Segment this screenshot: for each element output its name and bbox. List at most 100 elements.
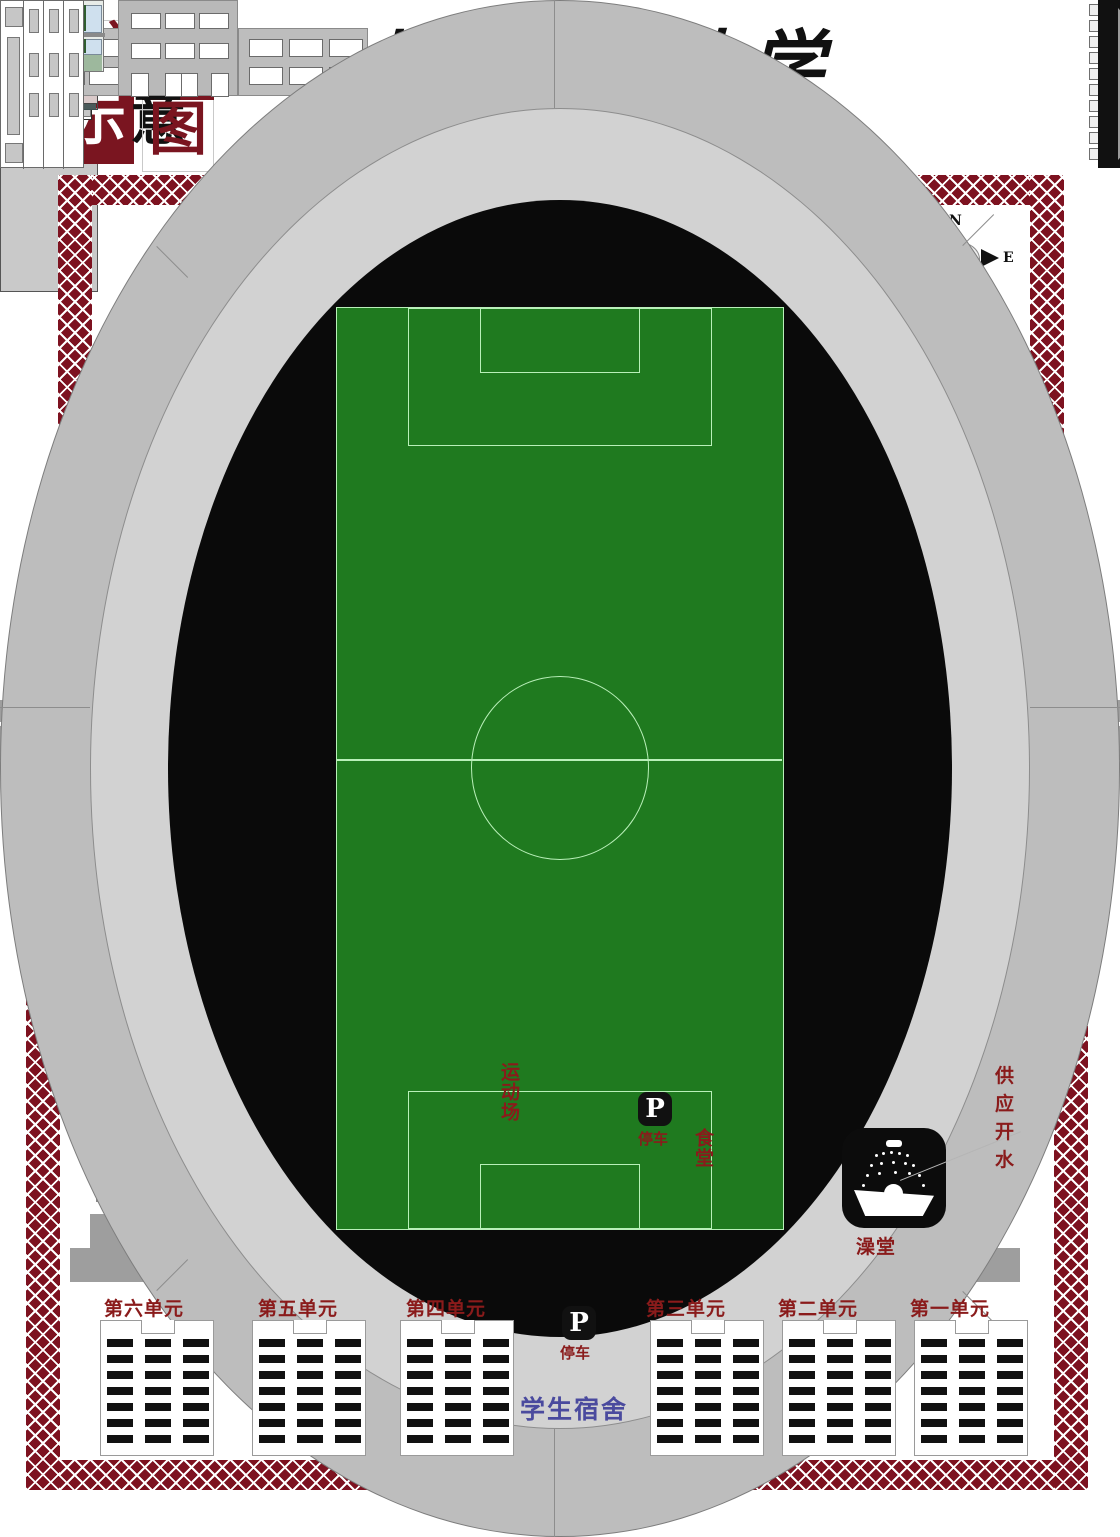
canteen-building[interactable] — [0, 0, 1120, 918]
dorm-floor-slat — [827, 1435, 853, 1443]
dorm-floor-slat — [483, 1419, 509, 1427]
dorm-floor-slat — [657, 1387, 683, 1395]
dorm-floor-slat — [695, 1355, 721, 1363]
dormitory-building[interactable] — [400, 1320, 514, 1456]
dorm-floor-slat — [695, 1435, 721, 1443]
bath-figure — [884, 1184, 903, 1203]
dorm-floor-slat — [827, 1371, 853, 1379]
dorm-floor-slat — [145, 1339, 171, 1347]
dorm-floor-slat — [657, 1419, 683, 1427]
dorm-floor-slat — [335, 1371, 361, 1379]
dorm-floor-slat — [865, 1387, 891, 1395]
dormitory-building[interactable] — [252, 1320, 366, 1456]
dorm-floor-slat — [657, 1403, 683, 1411]
dorm-floor-slat — [695, 1387, 721, 1395]
dorm-floor-slat — [827, 1403, 853, 1411]
dorm-floor-slat — [407, 1387, 433, 1395]
dorm-floor-slat — [445, 1419, 471, 1427]
dorm-notch — [293, 1320, 327, 1334]
dorm-floor-slat — [997, 1339, 1023, 1347]
dorm-floor-slat — [445, 1403, 471, 1411]
hot-water-label: 供 应 开 水 — [992, 1062, 1018, 1174]
dorm-notch — [691, 1320, 725, 1334]
dorm-floor-slat — [789, 1339, 815, 1347]
dorm-unit-label-4: 第四单元 — [406, 1298, 487, 1320]
dorm-unit-label-1: 第一单元 — [910, 1298, 991, 1320]
dorm-floor-slat — [145, 1355, 171, 1363]
dorm-floor-slat — [107, 1355, 133, 1363]
dorm-floor-slat — [865, 1403, 891, 1411]
dorm-floor-slat — [407, 1419, 433, 1427]
dorm-floor-slat — [407, 1371, 433, 1379]
dorm-floor-slat — [445, 1387, 471, 1395]
dorm-floor-slat — [959, 1371, 985, 1379]
dorm-floor-slat — [733, 1355, 759, 1363]
dorm-floor-slat — [827, 1339, 853, 1347]
dorm-floor-slat — [695, 1419, 721, 1427]
dormitory-building[interactable] — [914, 1320, 1028, 1456]
dorm-floor-slat — [695, 1339, 721, 1347]
dorm-floor-slat — [335, 1387, 361, 1395]
dorm-floor-slat — [335, 1435, 361, 1443]
dorm-floor-slat — [335, 1403, 361, 1411]
dorm-floor-slat — [259, 1371, 285, 1379]
dorm-floor-slat — [407, 1355, 433, 1363]
dorm-floor-slat — [921, 1371, 947, 1379]
dorm-floor-slat — [445, 1355, 471, 1363]
dorm-floor-slat — [445, 1371, 471, 1379]
dormitory-building[interactable] — [782, 1320, 896, 1456]
bathhouse-label: 澡堂 — [856, 1236, 897, 1258]
dormitory-zone-label: 学生宿舍 — [520, 1395, 629, 1424]
dorm-floor-slat — [827, 1419, 853, 1427]
dorm-floor-slat — [959, 1339, 985, 1347]
dorm-floor-slat — [145, 1419, 171, 1427]
canteen-label: 食堂 — [692, 1128, 714, 1168]
dorm-floor-slat — [107, 1339, 133, 1347]
dorm-floor-slat — [183, 1355, 209, 1363]
dorm-floor-slat — [107, 1435, 133, 1443]
dorm-floor-slat — [145, 1371, 171, 1379]
dorm-floor-slat — [959, 1403, 985, 1411]
dorm-floor-slat — [145, 1403, 171, 1411]
dorm-floor-slat — [259, 1435, 285, 1443]
dorm-floor-slat — [259, 1339, 285, 1347]
dorm-floor-slat — [997, 1387, 1023, 1395]
dorm-floor-slat — [959, 1355, 985, 1363]
dorm-floor-slat — [997, 1435, 1023, 1443]
dorm-floor-slat — [335, 1339, 361, 1347]
canteen-slant — [1118, 8, 1120, 160]
dorm-floor-slat — [145, 1387, 171, 1395]
dorm-floor-slat — [789, 1355, 815, 1363]
dorm-notch — [141, 1320, 175, 1334]
dorm-floor-slat — [483, 1387, 509, 1395]
dorm-floor-slat — [733, 1387, 759, 1395]
dorm-floor-slat — [297, 1419, 323, 1427]
hot-water-char-3: 开 — [994, 1121, 1015, 1143]
dorm-notch — [955, 1320, 989, 1334]
dorm-floor-slat — [259, 1403, 285, 1411]
dorm-floor-slat — [183, 1435, 209, 1443]
dorm-floor-slat — [921, 1403, 947, 1411]
dorm-floor-slat — [959, 1387, 985, 1395]
dormitory-building[interactable] — [100, 1320, 214, 1456]
dorm-floor-slat — [657, 1339, 683, 1347]
dorm-floor-slat — [107, 1419, 133, 1427]
dorm-floor-slat — [183, 1371, 209, 1379]
dorm-floor-slat — [733, 1435, 759, 1443]
dorm-floor-slat — [921, 1387, 947, 1395]
dormitory-building[interactable] — [650, 1320, 764, 1456]
bathhouse-icon[interactable] — [842, 1128, 946, 1228]
dorm-floor-slat — [183, 1403, 209, 1411]
dorm-floor-slat — [921, 1419, 947, 1427]
dorm-floor-slat — [733, 1339, 759, 1347]
dorm-floor-slat — [827, 1355, 853, 1363]
dorm-floor-slat — [997, 1403, 1023, 1411]
dorm-floor-slat — [959, 1419, 985, 1427]
dorm-floor-slat — [297, 1339, 323, 1347]
dorm-floor-slat — [297, 1403, 323, 1411]
dorm-floor-slat — [145, 1435, 171, 1443]
dorm-floor-slat — [183, 1387, 209, 1395]
dorm-floor-slat — [921, 1339, 947, 1347]
dorm-floor-slat — [789, 1371, 815, 1379]
